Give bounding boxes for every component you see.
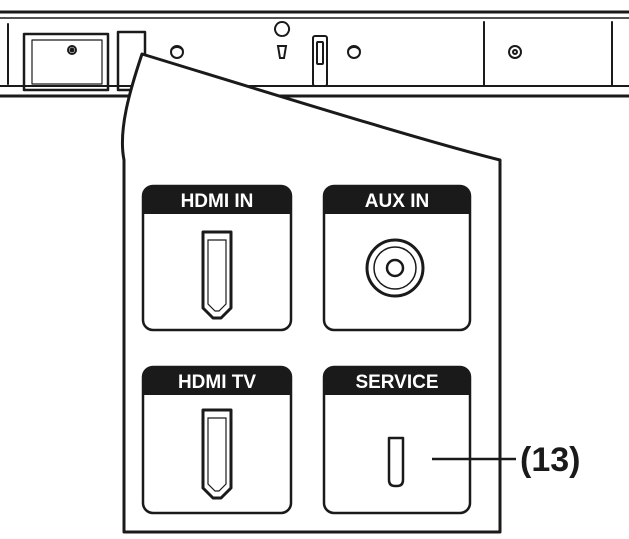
soundbar-rear-strip <box>0 10 629 98</box>
slide-switch-icon <box>312 35 328 87</box>
strip-screw-icons <box>67 21 522 87</box>
port-hdmi-in-label: HDMI IN <box>181 191 254 212</box>
port-hdmi-in: HDMI IN <box>141 184 293 332</box>
screw-icon-3 <box>347 45 361 59</box>
hdmi-port-icon <box>201 408 233 500</box>
hdmi-port-icon <box>201 230 233 320</box>
port-service-label: SERVICE <box>355 372 438 393</box>
port-aux-in-label: AUX IN <box>365 191 429 212</box>
usb-service-port-icon <box>387 436 405 488</box>
port-hdmi-tv: HDMI TV <box>141 365 293 515</box>
callout-number-label: (13) <box>520 441 580 479</box>
aux-jack-icon <box>365 238 425 298</box>
screw-icon-1 <box>67 45 77 55</box>
keyhole-mount-icon <box>274 21 291 59</box>
port-aux-in: AUX IN <box>322 184 472 332</box>
port-hdmi-tv-label: HDMI TV <box>178 372 256 393</box>
left-recess <box>22 32 110 92</box>
screw-icon-2 <box>170 45 184 59</box>
screw-icon-4 <box>508 45 522 59</box>
port-service: SERVICE <box>322 365 472 515</box>
